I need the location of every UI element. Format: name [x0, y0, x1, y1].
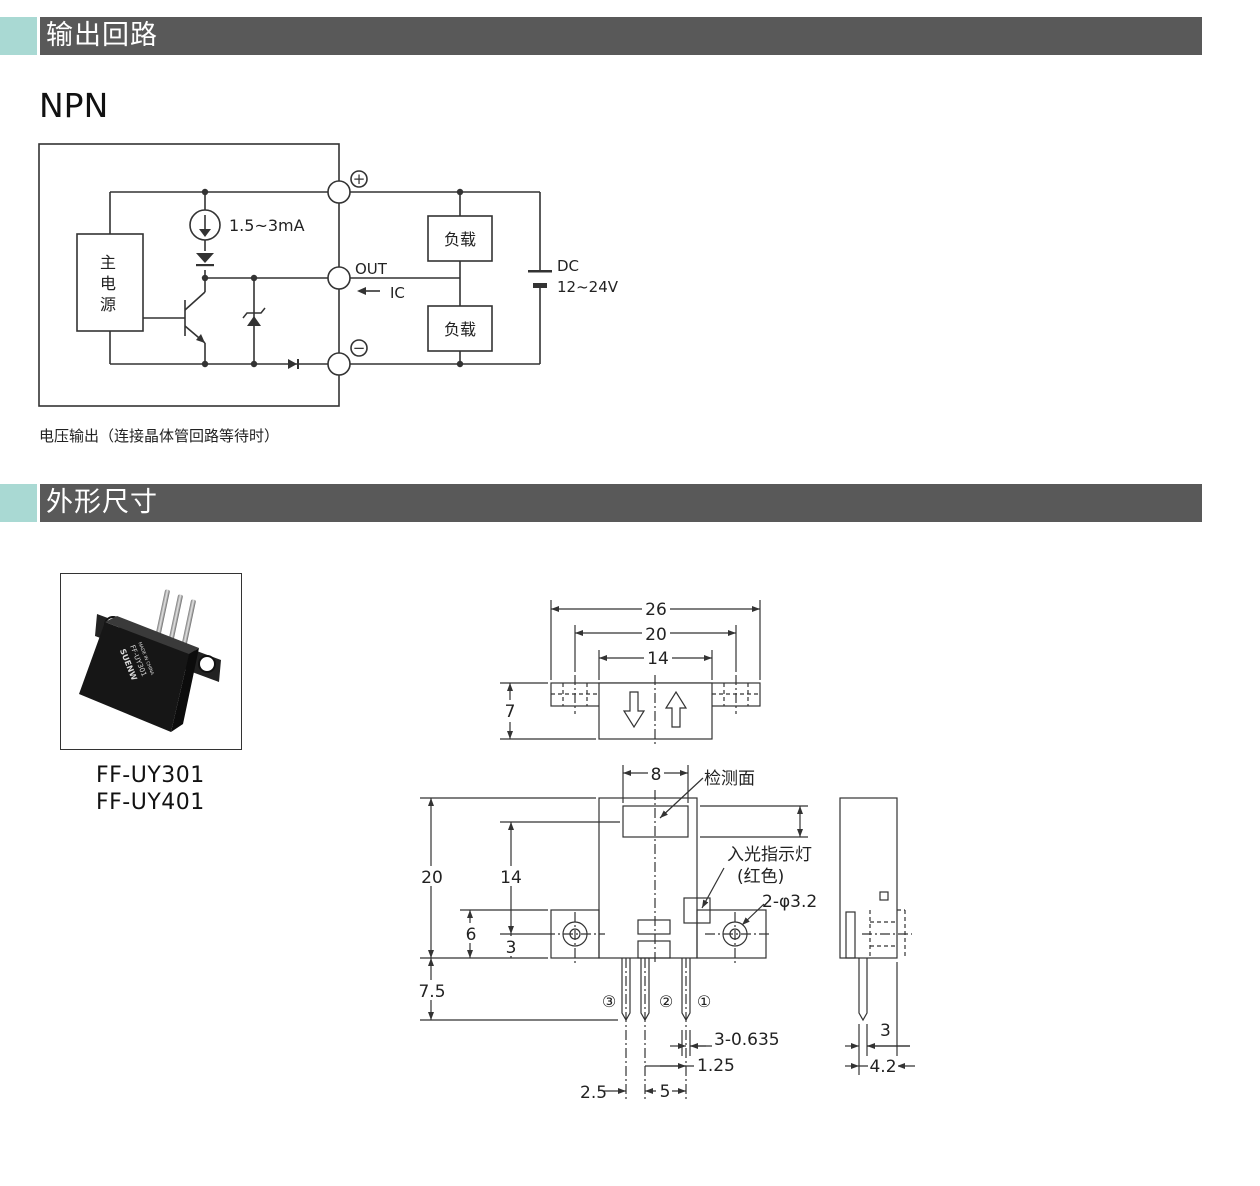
- section-header-dimensions: 外形尺寸: [0, 484, 1202, 522]
- pin-3-label: ③: [602, 992, 616, 1011]
- dim-14-height: 14: [500, 868, 522, 888]
- section-bar: 外形尺寸: [40, 484, 1202, 522]
- main-power-char-1: 主: [100, 253, 116, 272]
- voltage-label: 12~24V: [557, 278, 619, 296]
- pitch-5-label: 5: [660, 1082, 671, 1102]
- current-label: 1.5~3mA: [229, 216, 305, 235]
- section-header-output-circuit: 输出回路: [0, 17, 1202, 55]
- model-name-2: FF-UY401: [96, 790, 205, 815]
- dim-7-5: 7.5: [418, 982, 445, 1002]
- circuit-caption: 电压输出（连接晶体管回路等待时）: [39, 427, 280, 445]
- dim-6: 6: [466, 925, 477, 945]
- section-bar: 输出回路: [40, 17, 1202, 55]
- main-power-char-3: 源: [100, 295, 116, 314]
- section-accent: [0, 484, 37, 522]
- product-photo: SUENW FF-UY301 MADE IN CHINA: [79, 589, 221, 732]
- minus-symbol: −: [353, 339, 366, 357]
- dim-3-front: 3: [506, 938, 517, 958]
- dim-20-height: 20: [421, 868, 443, 888]
- detect-surface-label: 检测面: [704, 769, 755, 789]
- main-power-char-2: 电: [100, 274, 116, 293]
- section-title: 外形尺寸: [46, 487, 158, 518]
- load-bottom-label: 负载: [444, 320, 476, 339]
- out-label: OUT: [355, 260, 388, 278]
- side-3-label: 3: [880, 1021, 891, 1041]
- pin-2-label: ②: [659, 992, 673, 1011]
- circuit-type-label: NPN: [39, 86, 109, 125]
- indicator-label-2: (红色): [737, 867, 784, 887]
- section-accent: [0, 17, 37, 55]
- dim-7: 7: [505, 702, 516, 722]
- model-name-1: FF-UY301: [96, 763, 205, 788]
- pitch-1-25-label: 1.25: [697, 1056, 735, 1076]
- dim-14-top: 14: [647, 649, 669, 669]
- npn-circuit-diagram: + − 主 电 源 1.5~3mA OUT IC 负载 负载 DC 12~24V: [38, 143, 619, 407]
- ic-label: IC: [390, 284, 405, 302]
- pin-1-label: ①: [697, 992, 711, 1011]
- dim-26: 26: [645, 600, 667, 620]
- pin-spec-label: 3-0.635: [714, 1030, 780, 1050]
- pitch-2-5-label: 2.5: [580, 1083, 607, 1103]
- section-title: 输出回路: [46, 20, 158, 51]
- plus-symbol: +: [353, 170, 366, 188]
- product-photo-frame: SUENW FF-UY301 MADE IN CHINA: [60, 573, 242, 750]
- dc-label: DC: [557, 257, 579, 275]
- indicator-label-1: 入光指示灯: [727, 845, 812, 865]
- load-top-label: 负载: [444, 230, 476, 249]
- hole-spec-label: 2-φ3.2: [762, 892, 817, 912]
- dim-8: 8: [651, 765, 662, 785]
- side-4-2-label: 4.2: [869, 1057, 896, 1077]
- dim-20-top: 20: [645, 625, 667, 645]
